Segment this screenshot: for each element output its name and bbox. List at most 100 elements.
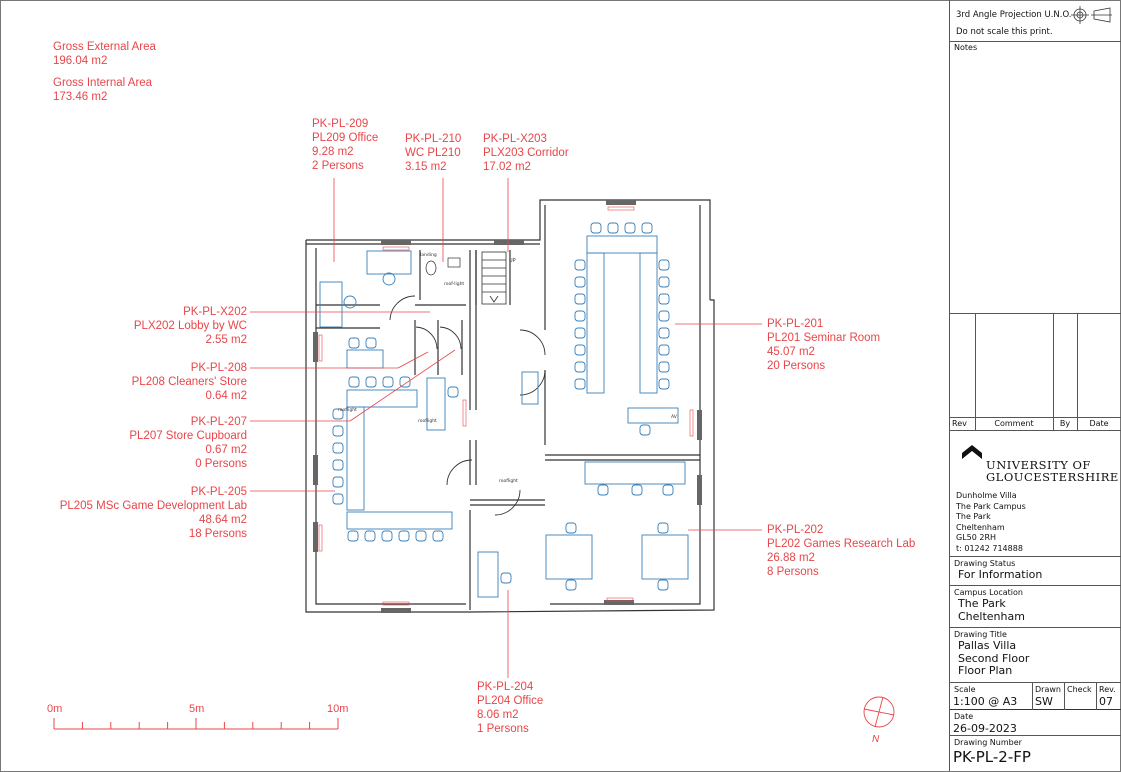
chair [641,222,653,234]
gross-internal-label: Gross Internal Area [53,77,153,89]
third-angle-projection-icon [1071,6,1112,24]
projection-cell: 3rd Angle Projection U.N.O. Do not scale… [950,0,1121,42]
university-name-line1: UNIVERSITY OF [986,458,1091,472]
gross-external-label: Gross External Area [53,41,156,53]
room-name: PL204 Office [477,695,544,707]
room-persons: 8 Persons [767,566,819,578]
rooflight-label-1: rooflight [418,418,437,424]
chair [332,459,344,471]
address-line: Dunholme Villa [956,491,1017,500]
chair [432,530,444,542]
room-code: PK-PL-X202 [183,306,247,318]
room-persons: 2 Persons [312,160,364,172]
drawing-number-cell: Drawing Number PK-PL-2-FP [950,736,1121,771]
university-logo-icon [962,445,982,459]
floor-plan: UP [53,178,895,745]
chair [332,476,344,488]
drawing-status-cell: Drawing Status For Information [950,557,1121,586]
rooflight-label-2: rooflight [499,478,518,484]
room-name: PL209 Office [312,132,379,144]
scale-label-10: 10m [327,703,349,715]
room-code: PK-PL-205 [190,486,247,498]
chair [382,376,394,388]
chair [565,522,577,534]
chair [332,425,344,437]
chair [565,579,577,591]
gross-internal-value: 173.46 m2 [53,91,108,103]
room-persons: 0 Persons [195,458,247,470]
drawing-status-label: Drawing Status [954,559,1016,568]
drawing-status-value: For Information [958,568,1043,581]
landing-label: landing [420,252,437,258]
chair [658,327,670,339]
chair [624,222,636,234]
room-code: PK-PL-202 [767,524,824,536]
room-code: PK-PL-209 [312,118,369,130]
address-line: GL50 2RH [956,533,997,542]
room-name: WC PL210 [405,147,461,159]
chair [365,337,377,349]
address-line: The Park Campus [956,501,1026,511]
drawn-label: Drawn [1035,685,1061,694]
revision-table: Rev Comment By Date [950,314,1121,431]
roof-light-label: roof-light [444,281,464,287]
chair [574,361,586,373]
room-persons: 20 Persons [767,360,826,372]
campus-location-label: Campus Location [954,588,1023,597]
room-area: 0.64 m2 [205,390,247,402]
drawing-title-label: Drawing Title [954,630,1007,639]
doors [389,295,546,516]
rev-header: Rev [952,419,967,428]
scale-label-0: 0m [47,703,63,715]
north-arrow-icon [863,696,895,728]
room-area: 8.06 m2 [477,709,519,721]
rev-value: 07 [1099,695,1113,708]
university-cell: UNIVERSITY OF GLOUCESTERSHIRE Dunholme V… [950,431,1121,557]
rev-label: Rev. [1099,685,1116,694]
projection-text: 3rd Angle Projection U.N.O. [956,10,1072,20]
drawing-title-cell: Drawing Title Pallas Villa Second Floor … [950,628,1121,683]
chair [364,530,376,542]
room-persons: 1 Persons [477,723,529,735]
drawing-number-label: Drawing Number [954,738,1022,747]
windows [313,200,702,613]
chair [597,484,609,496]
room-label-208: PK-PL-208 PL208 Cleaners' Store 0.64 m2 [132,361,247,403]
check-label: Check [1067,685,1092,694]
north-label: N [872,734,880,745]
stair-up-label: UP [509,258,516,264]
chair [574,293,586,305]
chair [348,376,360,388]
notes-cell: Notes [950,42,1121,314]
room-label-205: PK-PL-205 PL205 MSc Game Development Lab… [60,485,247,541]
room-name: PL208 Cleaners' Store [131,376,247,388]
room-code: PK-PL-201 [767,318,824,330]
chair [574,378,586,390]
chair [332,493,344,505]
room-code: PK-PL-207 [190,416,247,428]
room-area: 9.28 m2 [312,146,354,158]
chair [398,530,410,542]
chair [590,222,602,234]
date-value: 26-09-2023 [953,722,1017,735]
chair [500,572,512,584]
gross-areas: Gross External Area 196.04 m2 Gross Inte… [53,40,156,112]
room-area: 26.88 m2 [767,552,815,564]
chair [662,484,674,496]
campus-location-cell: Campus Location The Park Cheltenham [950,586,1121,628]
by-header: By [1059,419,1071,428]
campus-location-line1: The Park [958,597,1006,610]
walls [305,199,715,613]
no-scale-text: Do not scale this print. [956,27,1053,37]
room-code: PK-PL-210 [405,133,462,145]
drawn-value: SW [1035,695,1053,708]
radiators [318,206,694,606]
scale-label: Scale [954,685,976,694]
drawing-title-line2: Second Floor [958,651,1030,665]
room-label-209: PK-PL-209 PL209 Office 9.28 m2 2 Persons [312,117,378,173]
chair [657,522,669,534]
room-label-x202: PK-PL-X202 PLX202 Lobby by WC 2.55 m2 [134,305,247,347]
room-name: PL205 MSc Game Development Lab [59,500,247,512]
staircase [481,251,507,305]
comment-header: Comment [994,419,1034,428]
